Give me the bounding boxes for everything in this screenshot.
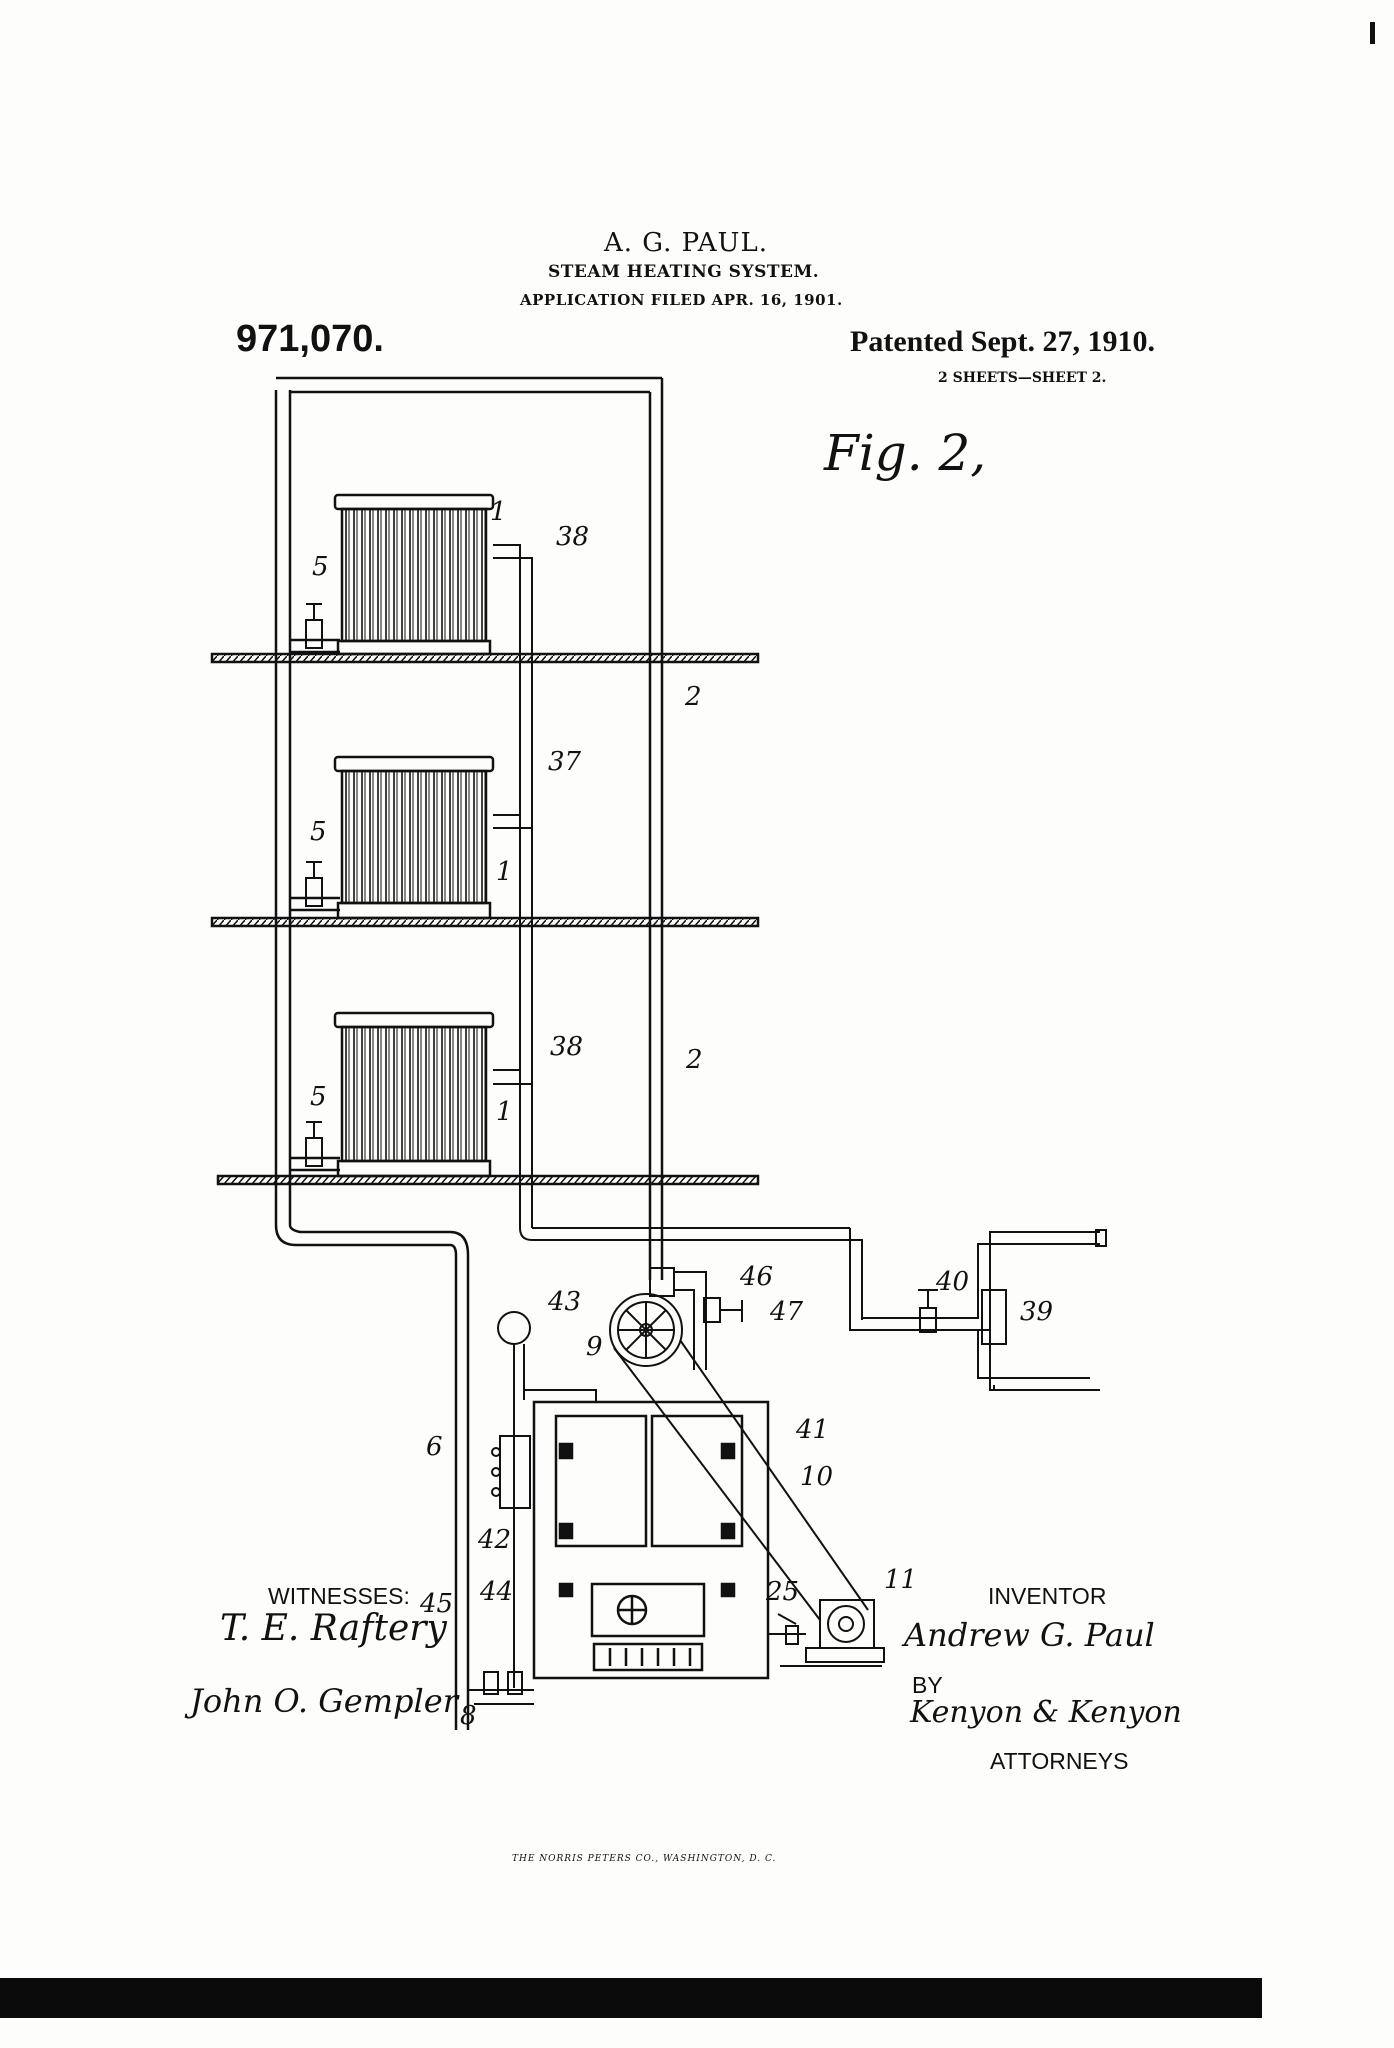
radiator-valves [305,603,323,1167]
pump-assembly [609,1267,869,1621]
witness-signature-2: John O. Gempler [184,1682,460,1720]
attorneys-label: ATTORNEYS [990,1748,1129,1774]
inventor-label: INVENTOR [988,1583,1107,1609]
ref-11: 11 [884,1565,917,1595]
inventor-name: A. G. PAUL. [604,228,769,258]
ref-5-top: 5 [312,552,329,582]
attorneys-signature: Kenyon & Kenyon [909,1695,1182,1730]
ref-1-top: 1 [490,497,507,527]
radiator-bottom [333,1011,495,1178]
ref-40: 40 [935,1267,969,1297]
application-filed: APPLICATION FILED APR. 16, 1901. [520,291,843,309]
corner-mark [1370,22,1375,44]
inventor-signature: Andrew G. Paul [901,1616,1155,1654]
ref-41: 41 [795,1415,829,1445]
figure-label: Fig. 2, [823,424,986,482]
ref-39: 39 [1020,1297,1053,1327]
ref-46: 46 [739,1262,773,1292]
signatures: T. E. Raftery John O. Gempler Andrew G. … [184,1608,1182,1730]
ref-1-middle: 1 [496,857,513,887]
ref-25: 25 [765,1577,799,1607]
patent-date: Patented Sept. 27, 1910. [850,325,1155,358]
ref-1-bottom: 1 [496,1097,513,1127]
riser-pipework [274,376,664,1730]
patent-title: STEAM HEATING SYSTEM. [548,262,820,282]
branch-pipework [849,1229,1107,1391]
reference-numerals: 1 38 5 2 37 5 1 38 2 5 1 46 40 43 47 39 … [310,497,1053,1731]
ref-10: 10 [800,1462,833,1492]
ref-38-bottom: 38 [550,1032,583,1062]
ref-37: 37 [548,747,582,777]
ref-44: 44 [479,1577,513,1607]
ref-45: 45 [419,1589,453,1619]
sheet-count: 2 SHEETS—SHEET 2. [938,370,1107,386]
witnesses-label: WITNESSES: [268,1583,410,1609]
ref-9: 9 [586,1332,603,1362]
ref-38-top: 38 [556,522,589,552]
boiler [532,1400,770,1680]
ref-42: 42 [477,1525,511,1555]
ref-47: 47 [769,1297,804,1327]
ref-6: 6 [426,1432,443,1462]
by-label: BY [912,1672,943,1698]
ref-8: 8 [460,1701,477,1731]
vent-line [493,544,863,1320]
scan-edge-bar [0,1978,1262,2018]
radiator-middle [333,755,495,920]
witness-signature-1: T. E. Raftery [220,1608,447,1649]
ref-5-bottom: 5 [310,1082,327,1112]
ref-2-upper: 2 [684,682,702,712]
ref-5-middle: 5 [310,817,327,847]
gauge-and-column [468,1311,597,1705]
ref-2-lower: 2 [685,1045,703,1075]
printer-credit: THE NORRIS PETERS CO., WASHINGTON, D. C. [512,1854,777,1864]
patent-number: 971,070. [236,318,384,360]
motor [768,1599,885,1667]
radiator-top [333,493,495,656]
ref-43: 43 [547,1287,581,1317]
